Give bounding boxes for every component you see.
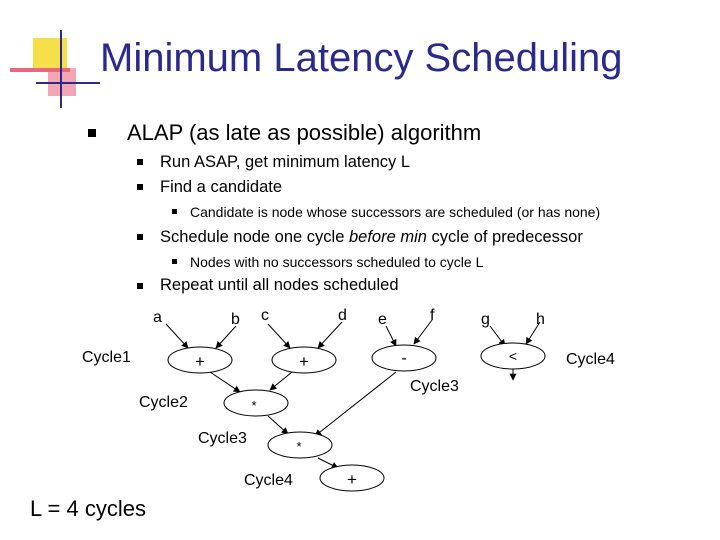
node-multiply-2-circle — [267, 431, 333, 459]
edge-c-n2 — [267, 323, 291, 349]
node-subtract: - — [371, 344, 437, 372]
bullet-marker — [172, 209, 177, 214]
bullet-marker — [137, 184, 143, 190]
node-add-1: + — [167, 346, 233, 374]
deco-pink-bar — [10, 68, 70, 72]
node-add-3: + — [319, 464, 385, 492]
bullet-find-candidate: Find a candidate — [160, 178, 283, 196]
bullet-marker — [172, 259, 177, 264]
bullet-marker — [137, 159, 143, 165]
node-compare: < — [480, 342, 546, 370]
latency-footer: L = 4 cycles — [30, 496, 146, 521]
node-add-1-label: + — [195, 352, 205, 371]
schedule-text-start: Schedule node one cycle — [160, 228, 349, 246]
cycle-label-1: Cycle1 — [82, 349, 131, 366]
bullet-marker — [88, 129, 96, 137]
edge-g-n4 — [489, 325, 506, 347]
node-compare-label: < — [509, 348, 517, 364]
bullet-candidate-definition: Candidate is node whose successors are s… — [190, 204, 601, 220]
cycle-label-2: Cycle2 — [139, 394, 188, 411]
schedule-text-end: cycle of predecessor — [426, 228, 583, 246]
cycle-label-3-left: Cycle3 — [198, 430, 247, 447]
input-h: h — [536, 311, 545, 328]
edge-n1-n5 — [209, 371, 241, 393]
node-add-1-circle — [167, 346, 233, 374]
graph-inputs: a b c d e f g h — [153, 307, 545, 328]
edge-n3-n6 — [314, 371, 397, 437]
bullet-alap: ALAP (as late as possible) algorithm — [127, 120, 482, 145]
edge-n6-n7 — [317, 457, 339, 469]
node-multiply-1: * — [223, 389, 289, 417]
node-multiply-1-circle — [223, 389, 289, 417]
bullet-marker — [137, 283, 143, 289]
bullet-schedule-node: Schedule node one cycle before min cycle… — [160, 228, 583, 247]
bullet-no-successors: Nodes with no successors scheduled to cy… — [190, 254, 484, 270]
bullet-marker — [137, 234, 143, 240]
graph-nodes: + + - < * * + — [167, 342, 546, 492]
node-add-2: + — [271, 346, 337, 374]
node-multiply-2-label: * — [296, 439, 301, 454]
input-a: a — [153, 309, 162, 326]
node-add-2-circle — [271, 346, 337, 374]
input-b: b — [231, 311, 240, 328]
edge-a-n1 — [165, 323, 189, 349]
node-add-3-label: + — [347, 470, 357, 489]
deco-horizontal-line — [36, 82, 100, 84]
schedule-text-emphasis: before min — [348, 228, 427, 246]
corner-decoration — [0, 0, 100, 110]
input-f: f — [430, 307, 435, 324]
deco-vertical-line — [60, 30, 62, 108]
edge-d-n2 — [317, 321, 343, 349]
input-g: g — [481, 311, 490, 328]
node-multiply-2: * — [267, 431, 333, 459]
node-add-3-circle — [319, 464, 385, 492]
edge-n5-n6 — [267, 415, 289, 435]
edge-f-n3 — [413, 319, 433, 345]
node-multiply-1-label: * — [251, 398, 256, 413]
graph-edges — [165, 319, 541, 469]
edge-e-n3 — [385, 325, 397, 347]
node-subtract-label: - — [401, 350, 406, 367]
cycle-labels: Cycle1 Cycle2 Cycle3 Cycle3 Cycle4 Cycle… — [82, 349, 615, 489]
bullet-repeat: Repeat until all nodes scheduled — [160, 276, 399, 294]
node-subtract-circle — [371, 344, 437, 372]
cycle-label-4-bottom: Cycle4 — [244, 472, 293, 489]
input-e: e — [378, 311, 387, 328]
bullet-run-asap: Run ASAP, get minimum latency L — [160, 153, 411, 171]
edge-h-n4 — [525, 321, 541, 345]
input-d: d — [338, 307, 347, 324]
slide-title: Minimum Latency Scheduling — [100, 36, 623, 80]
node-compare-circle — [480, 342, 546, 370]
edge-n2-n5 — [269, 371, 293, 391]
cycle-label-4-right: Cycle4 — [566, 351, 615, 368]
cycle-label-3-right: Cycle3 — [410, 378, 459, 395]
edge-b-n1 — [215, 325, 237, 349]
input-c: c — [261, 307, 269, 324]
node-add-2-label: + — [299, 352, 309, 371]
